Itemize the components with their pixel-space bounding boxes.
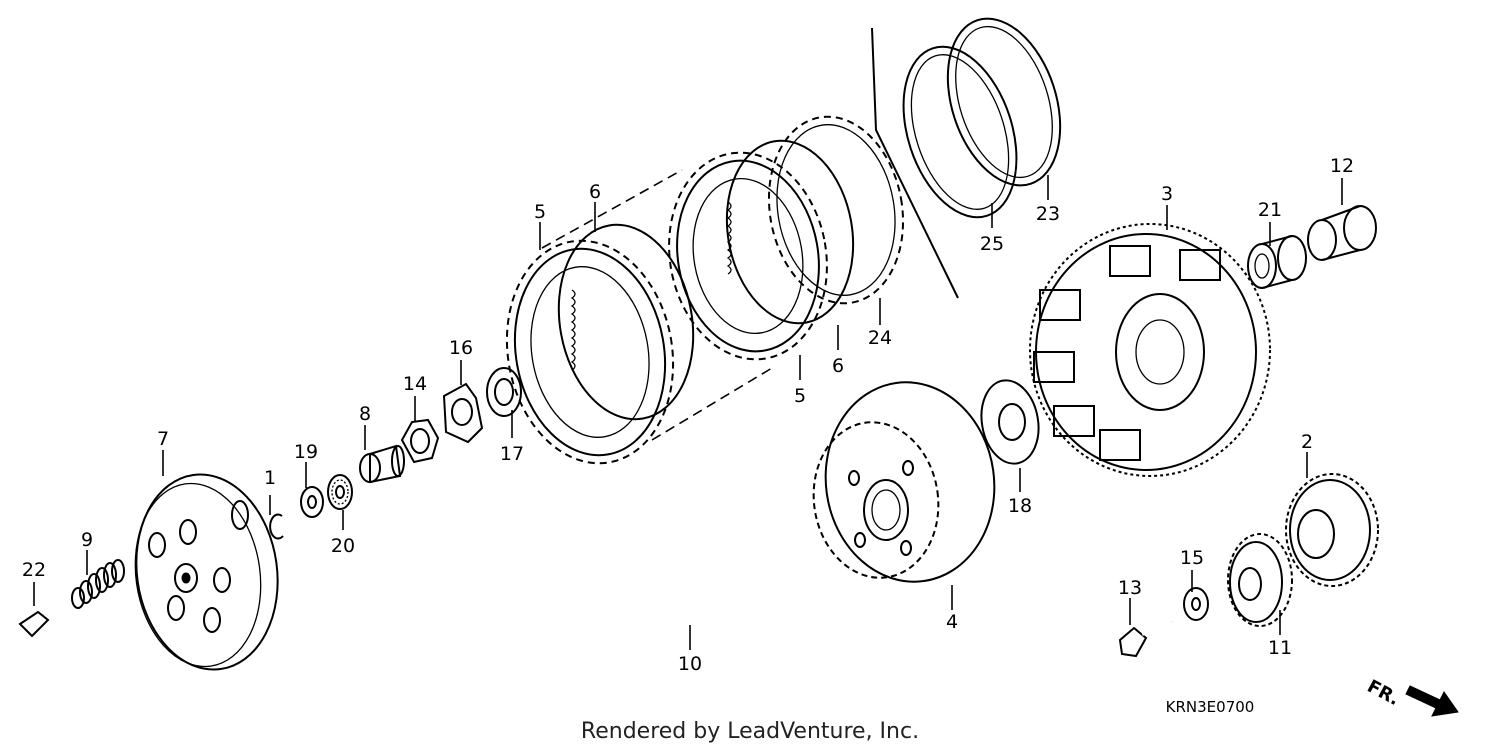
callout-16: 16 bbox=[449, 337, 473, 359]
clutch-outer bbox=[1029, 223, 1271, 477]
callout-22: 22 bbox=[22, 559, 46, 581]
callout-5-right: 5 bbox=[794, 385, 806, 407]
guide-line-bottom bbox=[651, 367, 773, 441]
lock-washer bbox=[442, 382, 484, 444]
seal-ring-25 bbox=[902, 45, 1018, 219]
friction-disk-24 bbox=[767, 115, 905, 305]
callout-10: 10 bbox=[678, 653, 702, 675]
callout-2: 2 bbox=[1301, 431, 1313, 453]
needle-bearing-21 bbox=[1247, 235, 1307, 289]
callout-14: 14 bbox=[403, 373, 427, 395]
callout-20: 20 bbox=[331, 535, 355, 557]
clutch-plate-right bbox=[725, 139, 855, 325]
callout-1: 1 bbox=[264, 467, 276, 489]
seal-ring-23 bbox=[946, 17, 1062, 187]
gear-2 bbox=[1285, 473, 1379, 587]
thrust-washer-18 bbox=[980, 379, 1040, 465]
callout-6-right: 6 bbox=[832, 355, 844, 377]
callout-9: 9 bbox=[81, 529, 93, 551]
callout-18: 18 bbox=[1008, 495, 1032, 517]
callout-17: 17 bbox=[500, 443, 524, 465]
section-divider bbox=[871, 27, 959, 299]
clutch-spring bbox=[71, 559, 125, 609]
callout-5-left: 5 bbox=[534, 201, 546, 223]
callout-13: 13 bbox=[1118, 577, 1142, 599]
callout-12: 12 bbox=[1330, 155, 1354, 177]
callout-21: 21 bbox=[1258, 199, 1282, 221]
circlip bbox=[269, 513, 284, 540]
washer-17 bbox=[486, 367, 522, 417]
bearing-20 bbox=[327, 474, 353, 510]
friction-disk-right bbox=[668, 151, 828, 361]
callout-23: 23 bbox=[1036, 203, 1060, 225]
guide-line-top bbox=[541, 169, 683, 249]
gear-11 bbox=[1227, 533, 1293, 627]
callout-labels: 1 2 3 4 5 5 6 6 7 8 9 10 11 12 13 14 15 … bbox=[22, 155, 1354, 675]
lifter-rod bbox=[487, 542, 811, 733]
collar-12 bbox=[1307, 205, 1377, 261]
leader-lines bbox=[33, 175, 1343, 650]
callout-3: 3 bbox=[1161, 183, 1173, 205]
callout-15: 15 bbox=[1180, 547, 1204, 569]
bolt-13 bbox=[1118, 620, 1173, 658]
front-direction-label: FR. bbox=[1364, 676, 1403, 710]
clutch-plate-left bbox=[557, 223, 695, 421]
bolt-22 bbox=[18, 598, 71, 638]
callout-8: 8 bbox=[359, 403, 371, 425]
callout-4: 4 bbox=[946, 611, 958, 633]
callout-25: 25 bbox=[980, 233, 1004, 255]
callout-6-left: 6 bbox=[589, 181, 601, 203]
lock-nut bbox=[400, 418, 440, 464]
callout-7: 7 bbox=[157, 428, 169, 450]
washer-15 bbox=[1183, 587, 1209, 621]
front-direction-arrow-icon bbox=[1405, 685, 1459, 717]
pressure-plate bbox=[134, 473, 279, 671]
lifter-piece bbox=[359, 444, 405, 484]
callout-19: 19 bbox=[294, 441, 318, 463]
washer-19 bbox=[300, 486, 324, 518]
clutch-center bbox=[812, 381, 996, 583]
friction-disk-left bbox=[505, 239, 675, 465]
callout-11: 11 bbox=[1268, 637, 1292, 659]
diagram-code: KRN3E0700 bbox=[1166, 698, 1255, 716]
footer-credit: Rendered by LeadVenture, Inc. bbox=[581, 719, 919, 744]
callout-24: 24 bbox=[868, 327, 892, 349]
